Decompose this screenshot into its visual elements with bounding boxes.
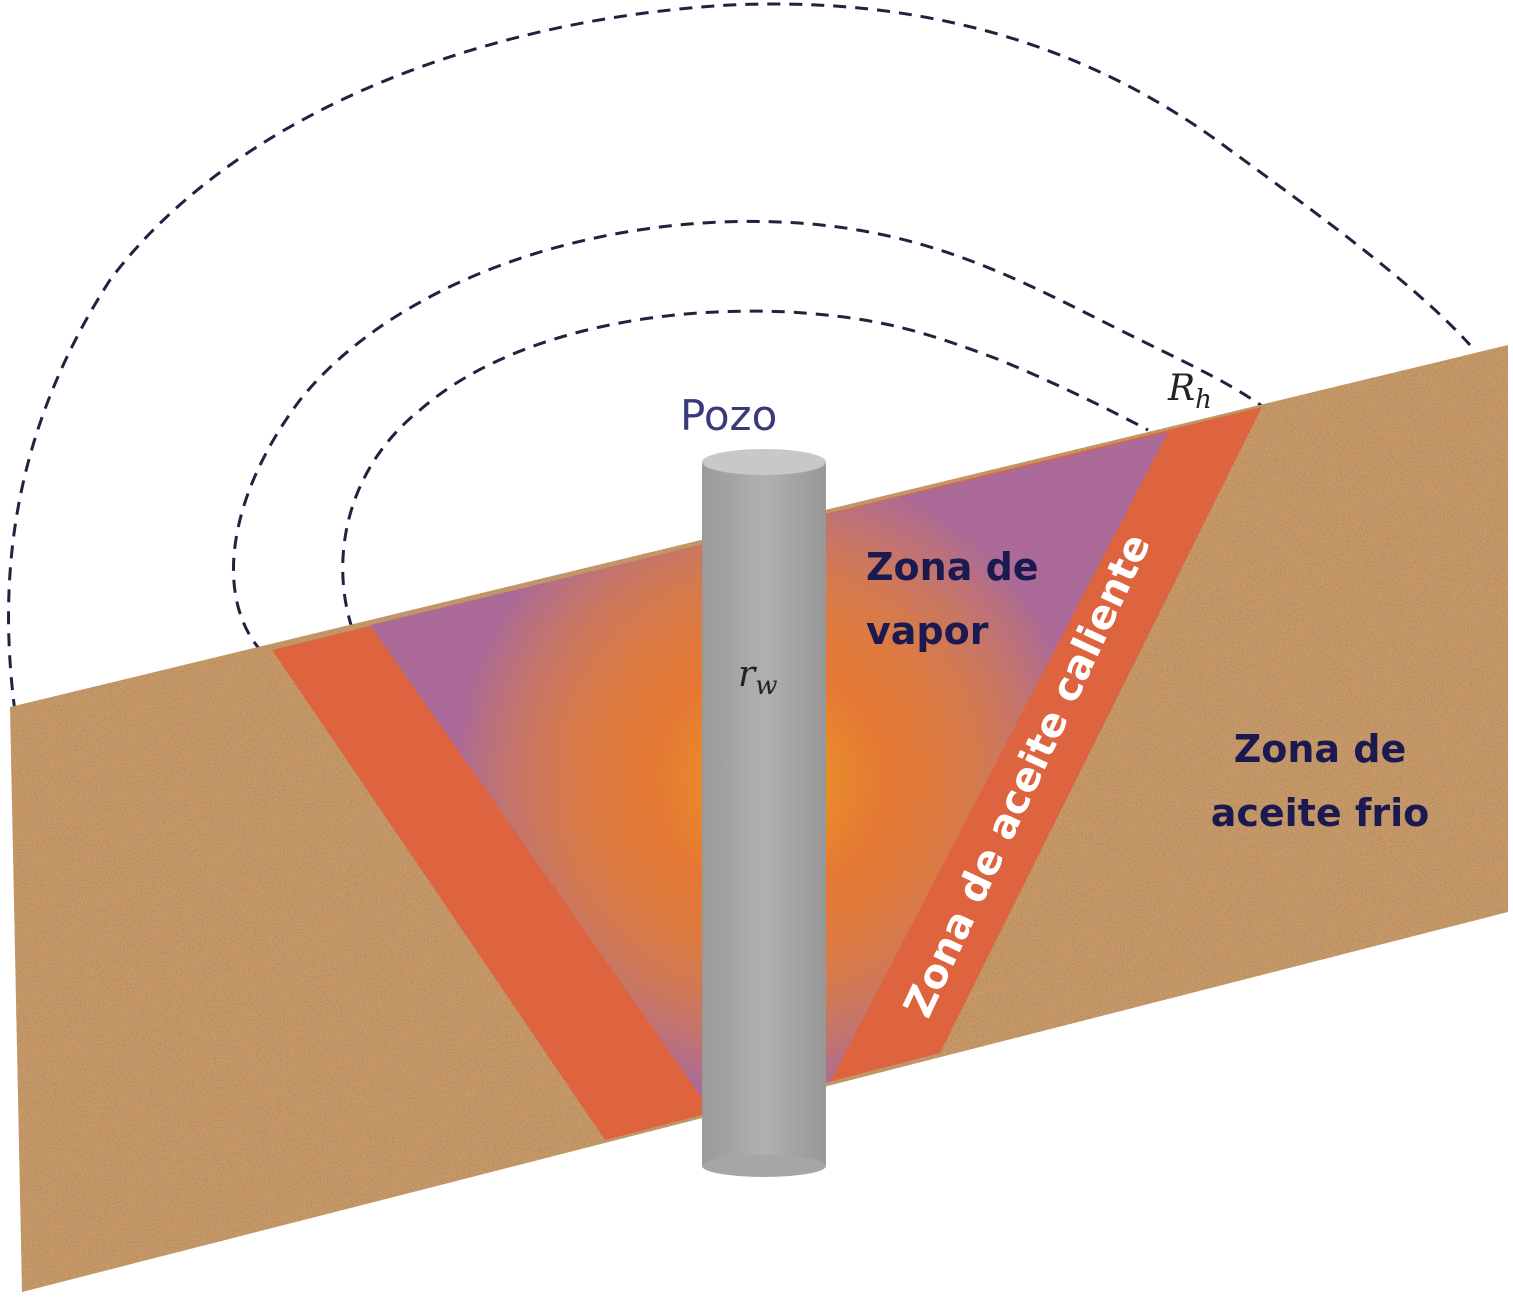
well-radius-symbol: r [738,654,757,695]
heated-area-boundaries [7,2,1472,713]
well-label: Pozo [680,391,777,440]
outer-boundary-line [7,2,1472,713]
well-radius-label: rw [738,654,777,701]
middle-boundary-line [231,219,1263,654]
cold-oil-zone-label-line1: Zona de [1234,727,1407,771]
well-pipe [702,449,826,1177]
inner-boundary-line [341,309,1149,629]
steam-zone-label-line2: vapor [866,609,989,653]
heated-radius-symbol: R [1167,368,1195,409]
steam-zone-label-line1: Zona de [866,545,1039,589]
cold-oil-zone-label-line2: aceite frio [1211,791,1430,835]
well-radius-subscript: w [755,671,777,701]
heated-radius-label: Rh [1167,368,1212,415]
heated-radius-subscript: h [1195,385,1212,415]
